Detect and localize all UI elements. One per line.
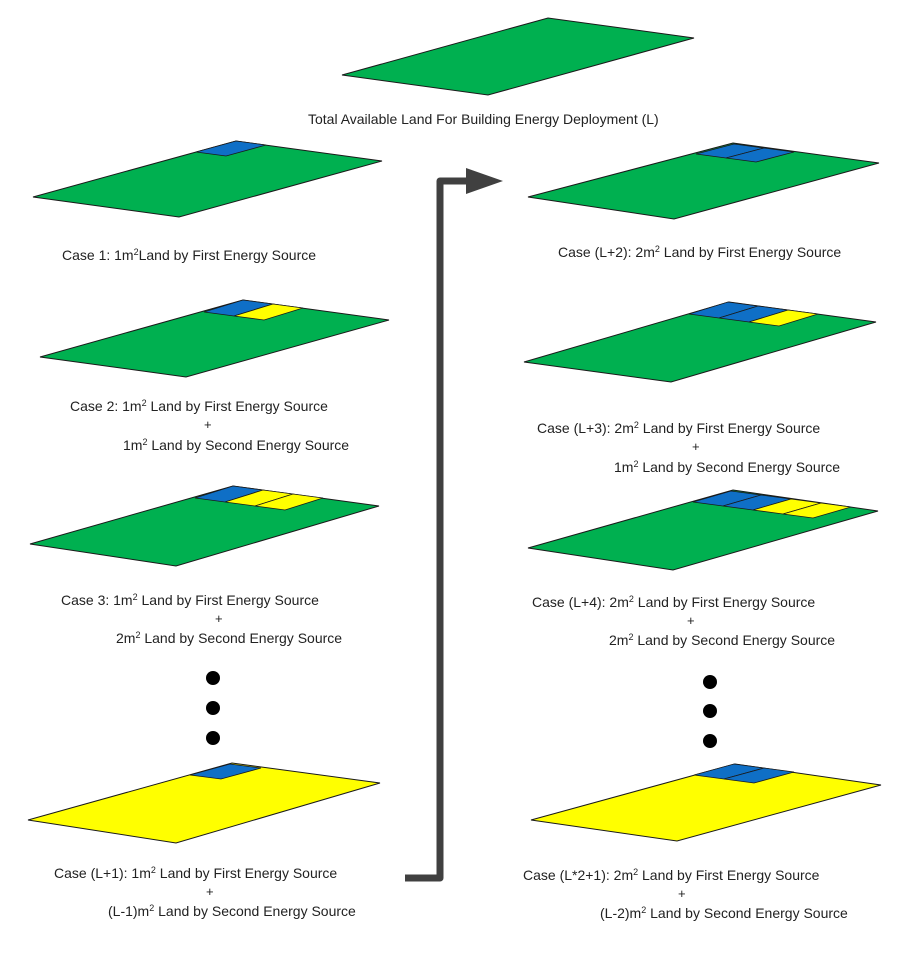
ellipsis-dot bbox=[703, 704, 717, 718]
ellipsis-dot bbox=[703, 734, 717, 748]
first-source-cell bbox=[723, 767, 795, 784]
caption-text: Land by Second Energy Source bbox=[646, 905, 848, 921]
superscript: 2 bbox=[142, 437, 148, 447]
case-3-caption-line2: 2m2 Land by Second Energy Source bbox=[116, 629, 342, 647]
land-plot bbox=[527, 142, 880, 220]
second-source-cell bbox=[233, 303, 304, 321]
caption-text: 2m bbox=[609, 632, 629, 648]
diagram-title: Total Available Land For Building Energy… bbox=[308, 111, 659, 127]
caption-text: Land by Second Energy Source bbox=[633, 632, 836, 648]
plus-sign: + bbox=[204, 417, 212, 432]
case-l-plus-3-caption-line2: 1m2 Land by Second Energy Source bbox=[614, 458, 840, 476]
superscript: 2 bbox=[633, 867, 639, 877]
caption-text: Case (L+3): 2m bbox=[537, 420, 634, 436]
first-source-cell bbox=[725, 147, 795, 163]
case-2-caption: Case 2: 1m2 Land by First Energy Source bbox=[70, 397, 328, 415]
caption-text: Land by First Energy Source bbox=[638, 420, 821, 436]
caption-text: 1m bbox=[123, 437, 143, 453]
case-l-plus-4-plot bbox=[527, 489, 879, 571]
superscript: 2 bbox=[132, 592, 138, 602]
land-plot bbox=[32, 140, 383, 218]
caption-text: Case (L+4): 2m bbox=[532, 594, 629, 610]
case-l-times-2-plus-1-caption-line2: (L-2)m2 Land by Second Energy Source bbox=[600, 904, 848, 922]
caption-text: Land by Second Energy Source bbox=[154, 903, 356, 919]
caption-text: Case (L+1): 1m bbox=[54, 865, 151, 881]
caption-text: Case 3: 1m bbox=[61, 592, 133, 608]
case-l-plus-1-caption: Case (L+1): 1m2 Land by First Energy Sou… bbox=[54, 864, 337, 882]
plus-sign: + bbox=[692, 439, 700, 454]
plus-sign: + bbox=[678, 886, 686, 901]
land-plot bbox=[530, 763, 882, 842]
flow-arrow bbox=[405, 177, 470, 882]
caption-text: Land by Second Energy Source bbox=[147, 437, 350, 453]
case-l-plus-2-caption: Case (L+2): 2m2 Land by First Energy Sou… bbox=[558, 243, 841, 261]
ellipsis-dot bbox=[206, 701, 220, 715]
superscript: 2 bbox=[149, 903, 155, 913]
case-l-times-2-plus-1-caption: Case (L*2+1): 2m2 Land by First Energy S… bbox=[523, 866, 819, 884]
first-source-cell bbox=[195, 140, 267, 157]
superscript: 2 bbox=[135, 630, 141, 640]
caption-text: Land by First Energy Source bbox=[659, 244, 842, 260]
superscript: 2 bbox=[141, 398, 147, 408]
caption-text: Land by First Energy Source bbox=[137, 592, 319, 608]
caption-text: 2m bbox=[116, 630, 136, 646]
second-source-cell bbox=[782, 502, 852, 519]
flow-arrow-head bbox=[466, 168, 503, 194]
ellipsis-dot bbox=[206, 671, 220, 685]
caption-text: (L-1)m bbox=[108, 903, 150, 919]
case-l-plus-4-caption: Case (L+4): 2m2 Land by First Energy Sou… bbox=[532, 593, 815, 611]
superscript: 2 bbox=[633, 459, 639, 469]
caption-text: Case (L*2+1): 2m bbox=[523, 867, 634, 883]
superscript: 2 bbox=[654, 244, 660, 254]
case-3-caption: Case 3: 1m2 Land by First Energy Source bbox=[61, 591, 319, 609]
caption-text: Land by First Energy Source bbox=[633, 594, 816, 610]
case-3-plot bbox=[29, 485, 380, 567]
caption-text: 1m bbox=[614, 459, 634, 475]
second-source-cell bbox=[748, 309, 819, 327]
caption-text: Land by Second Energy Source bbox=[140, 630, 343, 646]
caption-text: Land by First Energy Source bbox=[138, 247, 317, 263]
plus-sign: + bbox=[687, 613, 695, 628]
case-l-times-2-plus-1-plot bbox=[530, 763, 882, 842]
superscript: 2 bbox=[150, 865, 156, 875]
caption-text: (L-2)m bbox=[600, 905, 642, 921]
case-l-plus-3-caption: Case (L+3): 2m2 Land by First Energy Sou… bbox=[537, 419, 820, 437]
case-2-caption-line2: 1m2 Land by Second Energy Source bbox=[123, 436, 349, 454]
plus-sign: + bbox=[215, 611, 223, 626]
caption-text: Land by First Energy Source bbox=[638, 867, 820, 883]
case-l-plus-2-plot bbox=[527, 142, 880, 220]
land-plot bbox=[27, 762, 381, 844]
caption-text: Case (L+2): 2m bbox=[558, 244, 655, 260]
caption-text: Land by First Energy Source bbox=[155, 865, 338, 881]
ellipsis-dot bbox=[703, 675, 717, 689]
caption-text: Case 2: 1m bbox=[70, 398, 142, 414]
superscript: 2 bbox=[628, 594, 634, 604]
first-source-cell bbox=[189, 763, 262, 780]
case-1-plot bbox=[32, 140, 383, 218]
total-land-plot bbox=[341, 17, 695, 96]
case-l-plus-1-plot bbox=[27, 762, 381, 844]
superscript: 2 bbox=[633, 420, 639, 430]
case-1-caption: Case 1: 1m2Land by First Energy Source bbox=[62, 246, 316, 264]
caption-text: Case 1: 1m bbox=[62, 247, 134, 263]
land-plot bbox=[39, 299, 390, 378]
caption-text: Land by First Energy Source bbox=[146, 398, 328, 414]
plus-sign: + bbox=[206, 884, 214, 899]
superscript: 2 bbox=[641, 905, 647, 915]
case-2-plot bbox=[39, 299, 390, 378]
case-l-plus-1-caption-line2: (L-1)m2 Land by Second Energy Source bbox=[108, 902, 356, 920]
case-l-plus-3-plot bbox=[523, 301, 877, 383]
superscript: 2 bbox=[133, 247, 139, 257]
case-l-plus-4-caption-line2: 2m2 Land by Second Energy Source bbox=[609, 631, 835, 649]
second-source-cell bbox=[254, 493, 324, 511]
caption-text: Land by Second Energy Source bbox=[638, 459, 841, 475]
superscript: 2 bbox=[628, 632, 634, 642]
ellipsis-dot bbox=[206, 731, 220, 745]
